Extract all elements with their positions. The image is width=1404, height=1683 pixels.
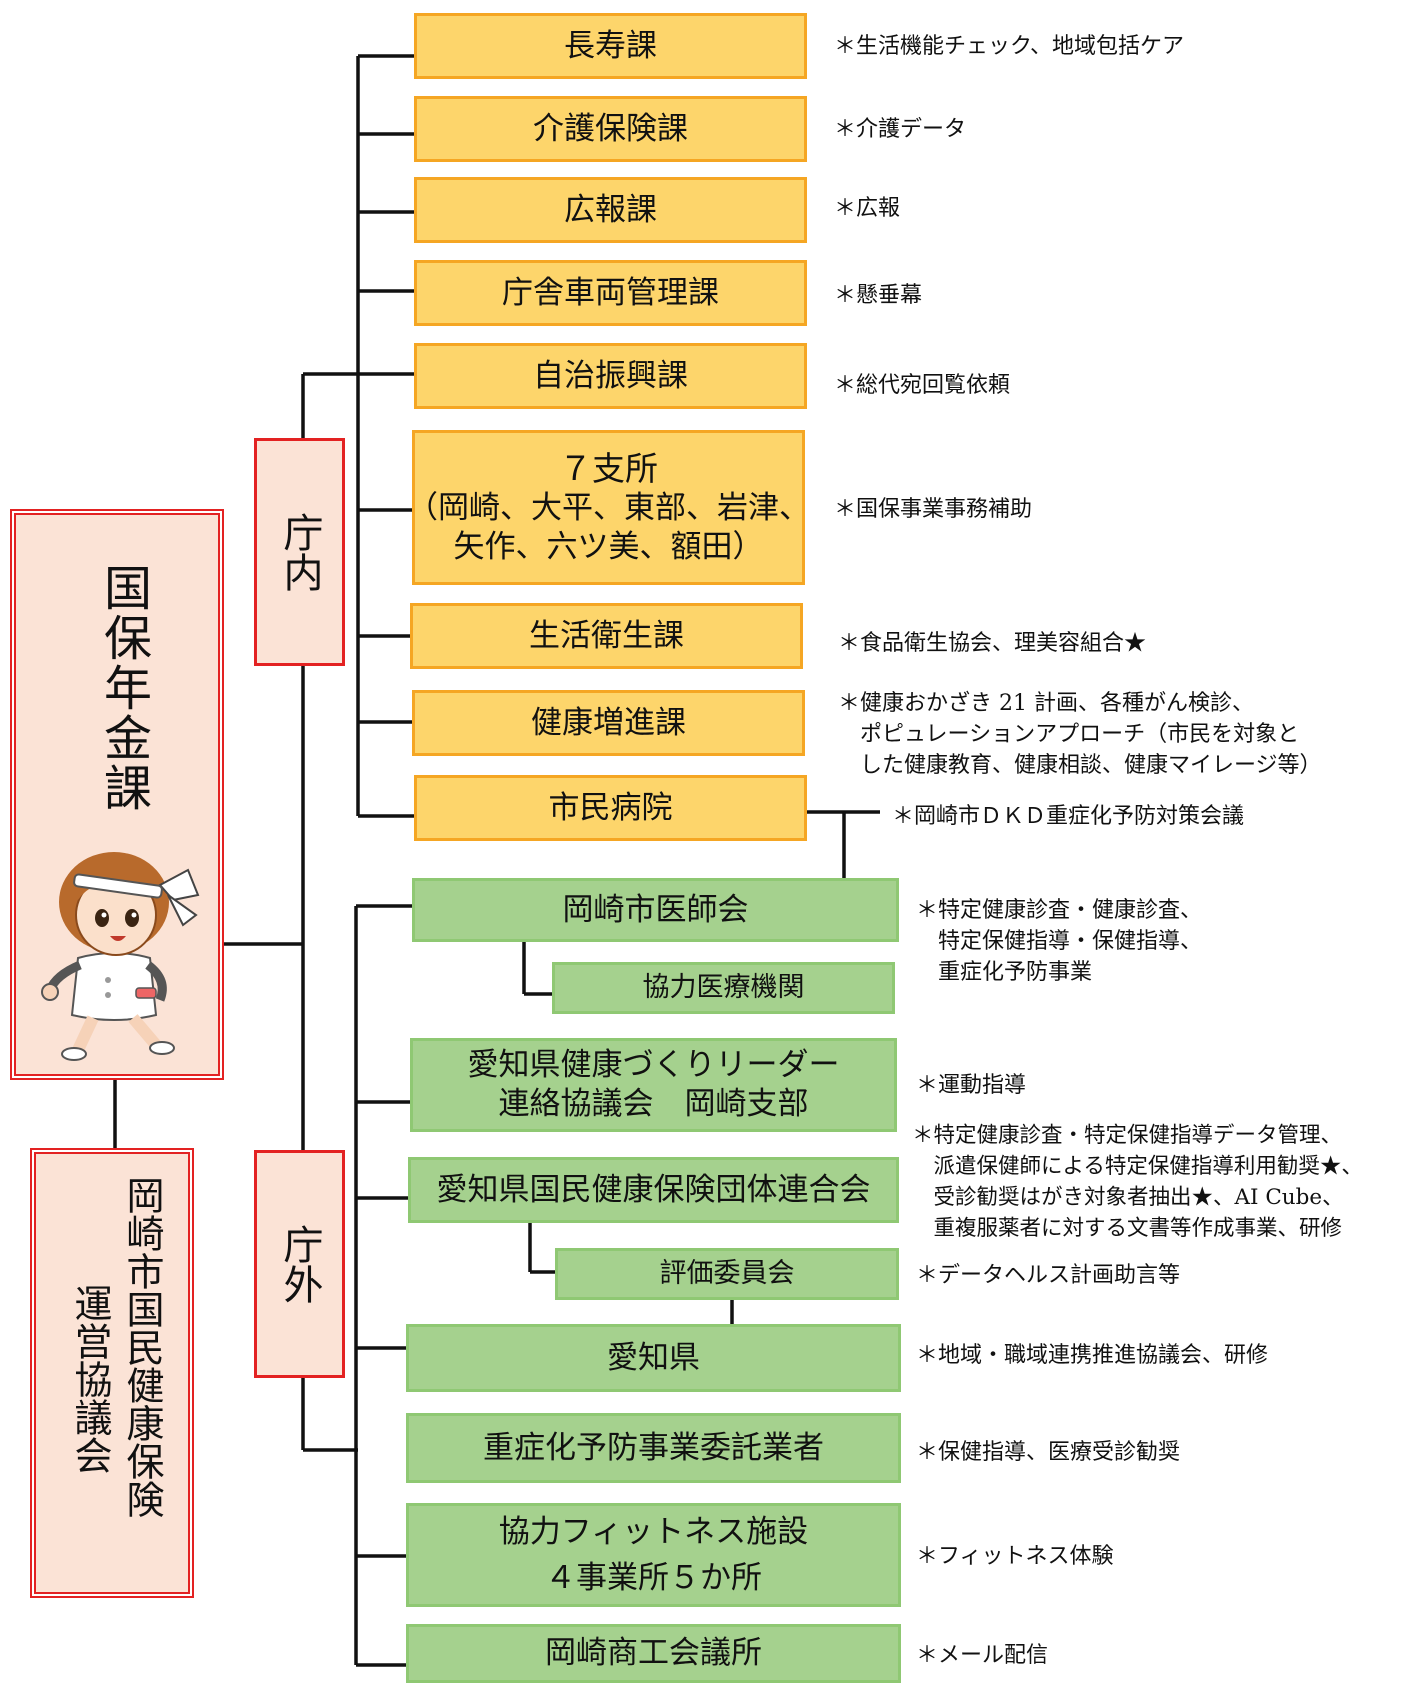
note-jichi-shinko: ＊総代宛回覧依頼 bbox=[834, 373, 1011, 398]
org-label: 愛知県健康づくりリーダー bbox=[467, 1047, 840, 1084]
note-hyoka-iinkai: ＊データヘルス計画助言等 bbox=[916, 1263, 1181, 1288]
note-kaigo-hoken: ＊介護データ bbox=[834, 117, 967, 142]
note-seikatsu-eisei: ＊食品衛生協会、理美容組合★ bbox=[838, 631, 1147, 656]
note-choju: ＊生活機能チェック、地域包括ケア bbox=[834, 34, 1185, 59]
note-chosha-sharyo: ＊懸垂幕 bbox=[834, 283, 923, 308]
dept-box-jichi-shinko: 自治振興課 bbox=[414, 343, 807, 409]
dept-label: 庁舎車両管理課 bbox=[502, 274, 719, 311]
group-external-label: 庁外 bbox=[276, 1224, 323, 1304]
org-box-kenko-leader: 愛知県健康づくりリーダー 連絡協議会 岡崎支部 bbox=[410, 1038, 897, 1132]
dept-label: 広報課 bbox=[564, 191, 657, 228]
dept-box-kaigo-hoken: 介護保険課 bbox=[414, 96, 807, 162]
org-label: 重症化予防事業委託業者 bbox=[483, 1429, 824, 1466]
dept-label: ７支所 bbox=[559, 449, 658, 489]
note-nana-shisho: ＊国保事業事務補助 bbox=[834, 497, 1033, 522]
main-dept-title: 国保年金課 bbox=[95, 563, 151, 813]
main-dept-frame bbox=[10, 509, 224, 1080]
note-fitness: ＊フィットネス体験 bbox=[916, 1544, 1114, 1569]
org-label: 連絡協議会 岡崎支部 bbox=[498, 1086, 809, 1122]
org-label: 愛知県国民健康保険団体連合会 bbox=[436, 1171, 871, 1208]
org-box-kokuhoren: 愛知県国民健康保険団体連合会 bbox=[408, 1157, 899, 1223]
dept-box-shimin-byoin: 市民病院 bbox=[414, 775, 807, 841]
dept-label: 生活衛生課 bbox=[529, 617, 684, 654]
org-box-kyoryoku-iryo: 協力医療機関 bbox=[552, 962, 895, 1014]
org-label: 協力フィットネス施設 bbox=[498, 1513, 809, 1550]
org-label: ４事業所５か所 bbox=[545, 1560, 762, 1596]
note-kokuhoren: ＊特定健康診査・特定保健指導データ管理、 派遣保健師による特定保健指導利用勧奨★… bbox=[912, 1123, 1363, 1241]
note-kenko-leader: ＊運動指導 bbox=[916, 1073, 1027, 1098]
dept-box-seikatsu-eisei: 生活衛生課 bbox=[410, 603, 803, 669]
note-ishikai: ＊特定健康診査・健康診査、 特定保健指導・保健指導、 重症化予防事業 bbox=[916, 898, 1203, 985]
note-itaku-gyosha: ＊保健指導、医療受診勧奨 bbox=[916, 1440, 1181, 1465]
council-frame bbox=[30, 1148, 194, 1598]
group-internal-label: 庁内 bbox=[276, 512, 323, 592]
dept-label: 長寿課 bbox=[564, 27, 657, 64]
main-dept-panel: 国保年金課 bbox=[16, 515, 218, 1074]
note-shimin-byoin: ＊岡崎市ＤＫＤ重症化予防対策会議 bbox=[892, 804, 1245, 829]
dept-label: 市民病院 bbox=[548, 789, 673, 826]
note-aichi-ken: ＊地域・職域連携推進協議会、研修 bbox=[916, 1343, 1269, 1368]
org-label: 岡崎商工会議所 bbox=[545, 1635, 762, 1672]
dept-label: 矢作、六ツ美、額田） bbox=[453, 529, 764, 566]
org-box-ishikai: 岡崎市医師会 bbox=[412, 878, 899, 942]
org-box-shokokaigisho: 岡崎商工会議所 bbox=[406, 1624, 901, 1683]
org-label: 評価委員会 bbox=[659, 1258, 795, 1290]
org-label: 愛知県 bbox=[607, 1339, 700, 1376]
dept-label: 介護保険課 bbox=[533, 110, 688, 147]
note-shokokaigisho: ＊メール配信 bbox=[916, 1643, 1049, 1668]
org-box-aichi-ken: 愛知県 bbox=[406, 1324, 901, 1392]
council-title-line2: 運営協議会 bbox=[68, 1284, 112, 1474]
dept-box-choju: 長寿課 bbox=[414, 13, 807, 79]
dept-label: 健康増進課 bbox=[531, 704, 686, 741]
note-kenko-zoshin: ＊健康おかざき 21 計画、各種がん検診、 ポピュレーションアプローチ（市民を対… bbox=[838, 691, 1322, 778]
org-label: 協力医療機関 bbox=[642, 972, 805, 1004]
group-internal: 庁内 bbox=[254, 438, 345, 666]
dept-label: （岡崎、大平、東部、岩津、 bbox=[407, 490, 810, 527]
org-box-itaku-gyosha: 重症化予防事業委託業者 bbox=[406, 1413, 901, 1483]
note-koho: ＊広報 bbox=[834, 196, 901, 221]
org-box-fitness: 協力フィットネス施設 ４事業所５か所 bbox=[406, 1503, 901, 1607]
group-external: 庁外 bbox=[254, 1150, 345, 1378]
dept-box-chosha-sharyo: 庁舎車両管理課 bbox=[414, 260, 807, 326]
org-label: 岡崎市医師会 bbox=[562, 891, 749, 928]
mascot-nurse-illustration bbox=[41, 852, 200, 1061]
org-box-hyoka-iinkai: 評価委員会 bbox=[555, 1248, 899, 1300]
council-title-line1: 岡崎市国民健康保険 bbox=[120, 1176, 164, 1518]
dept-box-koho: 広報課 bbox=[414, 177, 807, 243]
dept-box-nana-shisho: ７支所 （岡崎、大平、東部、岩津、 矢作、六ツ美、額田） bbox=[407, 430, 810, 585]
council-panel: 岡崎市国民健康保険 運営協議会 bbox=[36, 1154, 188, 1592]
dept-label: 自治振興課 bbox=[533, 357, 688, 394]
dept-box-kenko-zoshin: 健康増進課 bbox=[412, 690, 805, 756]
